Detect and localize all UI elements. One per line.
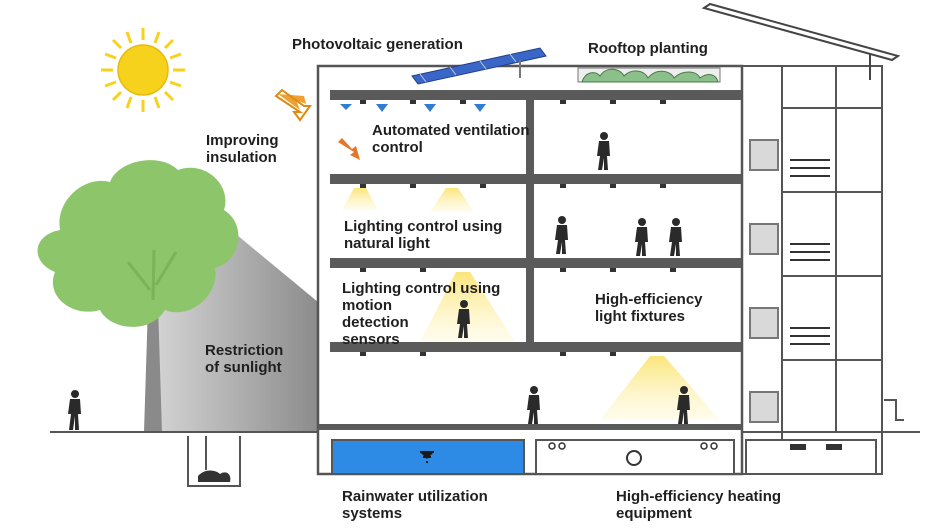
label-natural-light: Lighting control using natural light bbox=[344, 218, 503, 252]
ceiling-fixtures bbox=[360, 100, 676, 356]
occupant-icons bbox=[457, 132, 690, 424]
rooftop-planting-icon bbox=[577, 67, 721, 83]
solar-panel-icon bbox=[411, 47, 547, 85]
light-cones bbox=[342, 188, 720, 420]
label-improving-insulation: Improving insulation bbox=[206, 132, 279, 166]
label-rooftop-planting: Rooftop planting bbox=[588, 40, 708, 57]
label-automated-ventilation: Automated ventilation control bbox=[372, 122, 530, 156]
floor-slabs bbox=[318, 90, 742, 430]
roof-overhang bbox=[701, 2, 901, 62]
label-restriction-sunlight: Restriction of sunlight bbox=[205, 342, 284, 376]
label-light-fixtures: High-efficiency light fixtures bbox=[595, 291, 703, 325]
tree-icon bbox=[37, 160, 239, 432]
outdoor-person-icon bbox=[68, 390, 81, 430]
underground-pit bbox=[187, 436, 241, 487]
basement bbox=[331, 439, 877, 475]
label-photovoltaic: Photovoltaic generation bbox=[292, 36, 463, 53]
label-motion-detection: Lighting control using motion detection … bbox=[342, 280, 501, 348]
sun-icon bbox=[101, 28, 185, 112]
label-heating-equipment: High-efficiency heating equipment bbox=[616, 488, 782, 522]
insulation-arrow-icon bbox=[274, 88, 360, 160]
stair-core bbox=[741, 65, 904, 475]
ventilation-fan-icons bbox=[340, 104, 486, 112]
label-rainwater: Rainwater utilization systems bbox=[342, 488, 488, 522]
